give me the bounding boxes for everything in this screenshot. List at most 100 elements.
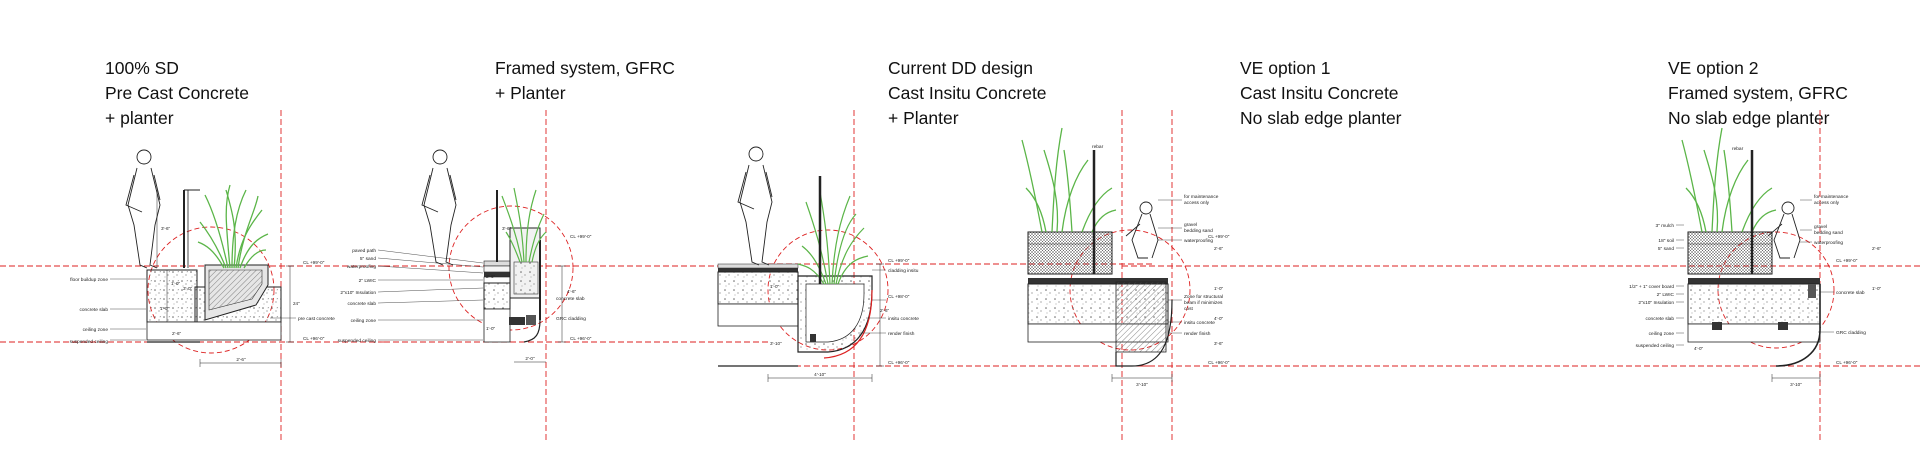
dimension: CL +96'-0" — [1836, 360, 1858, 365]
dimension: 3'-6" — [161, 226, 171, 231]
label: rebar — [1092, 144, 1104, 150]
title-line: Cast Insitu Concrete — [888, 83, 1047, 103]
label: access only — [1814, 200, 1840, 206]
section-drawing: 3" mulch 18" soil 5" sand 1/2" + 1" cove… — [1536, 110, 1920, 440]
dimension: CL +99'-0" — [1836, 258, 1858, 263]
dimension: 2'-6" — [1214, 246, 1224, 251]
label: 1/2" + 1" cover board — [1629, 284, 1674, 290]
dimension: 3'-10" — [1136, 382, 1148, 387]
dimension: 3'-10" — [1790, 382, 1802, 387]
label: concrete slab — [347, 301, 376, 307]
label: GRC cladding — [556, 316, 586, 322]
label: waterproofing — [1814, 240, 1843, 246]
panel-title: VE option 2 Framed system, GFRC No slab … — [1668, 56, 1848, 131]
dimension: CL +99'-0" — [303, 260, 325, 265]
label: 2"x10" Insulation — [340, 290, 376, 296]
dimension: 2'-6" — [880, 308, 890, 313]
label: render finish — [888, 331, 915, 337]
dimension: CL +96'-0" — [1208, 360, 1230, 365]
label: insitu concrete — [888, 316, 919, 322]
panel-title: VE option 1 Cast Insitu Concrete No slab… — [1240, 56, 1402, 131]
dimension: 1'-0" — [160, 306, 170, 311]
title-line: 100% SD — [105, 58, 179, 78]
panel-ve1: VE option 1 Cast Insitu Concrete No slab… — [1021, 0, 1536, 458]
dimension: CL +96'-0" — [303, 336, 325, 341]
dimension: 3'-6" — [502, 226, 512, 231]
title-line: VE option 2 — [1668, 58, 1759, 78]
label: render finish — [1184, 331, 1211, 337]
label: concrete slab — [79, 307, 108, 313]
label: gravel — [1814, 224, 1827, 230]
label: GRC cladding — [1836, 330, 1866, 336]
dimension: 3'-6" — [1214, 341, 1224, 346]
label: bedding sand — [1814, 230, 1843, 236]
label: concrete slab — [1836, 290, 1865, 296]
dimension: 1'-0" — [486, 326, 496, 331]
label: concrete slab — [556, 296, 585, 302]
label: bedding sand — [1184, 228, 1213, 234]
dimension: 2'-6" — [1872, 246, 1882, 251]
dimension: CL +99'-0" — [570, 234, 592, 239]
label: for maintenance — [1184, 194, 1219, 200]
section-drawing: for maintenance access only gravel beddi… — [1021, 110, 1536, 440]
label: cost — [1184, 306, 1193, 312]
title-line: Framed system, GFRC — [1668, 83, 1848, 103]
label: ceiling zone — [1649, 331, 1675, 337]
panel-sd: 100% SD Pre Cast Concrete + planter — [0, 0, 384, 458]
section-drawing: cladding insitu insitu concrete render f… — [717, 110, 1152, 440]
dimension: CL +96'-0" — [570, 336, 592, 341]
title-line: No slab edge planter — [1240, 108, 1402, 128]
panel-title: Current DD design Cast Insitu Concrete +… — [888, 56, 1047, 131]
label: floor buildup zone — [70, 277, 108, 283]
label: 18" soil — [1658, 238, 1674, 244]
title-line: Framed system, GFRC — [495, 58, 675, 78]
dimension: CL +99'-0" — [1208, 234, 1230, 239]
title-line: No slab edge planter — [1668, 108, 1830, 128]
title-line: + Planter — [888, 108, 959, 128]
title-line: + planter — [105, 108, 174, 128]
label: pre cast concrete — [298, 316, 335, 322]
dimension: CL +99'-0" — [888, 258, 910, 263]
dimension: 3'-0" — [183, 286, 193, 291]
title-line: Current DD design — [888, 58, 1033, 78]
dimension: 2'-6" — [236, 357, 246, 362]
label: 2" LWIC — [1657, 292, 1675, 298]
dimension: 4'-10" — [814, 372, 826, 377]
label: for maintenance — [1814, 194, 1849, 200]
label: suspended ceiling — [70, 339, 109, 345]
label: access only — [1184, 200, 1210, 206]
dimension: 2'-0" — [525, 356, 535, 361]
label: rebar — [1732, 146, 1744, 152]
dimension: 1'-0" — [1872, 286, 1882, 291]
label: Zone for structural — [1184, 294, 1223, 300]
dimension: 2'-6" — [486, 274, 496, 279]
label: suspended ceiling — [1636, 343, 1675, 349]
panel-dd: Current DD design Cast Insitu Concrete +… — [717, 0, 1152, 458]
label: beam if minimizes — [1184, 300, 1223, 306]
label: paved path — [352, 248, 376, 254]
section-drawing: paved path 5" sand waterproofing 2" LWIC… — [338, 110, 768, 440]
label: 2"x10" Insulation — [1638, 300, 1674, 306]
label: 5" sand — [1658, 246, 1674, 252]
label: concrete slab — [1645, 316, 1674, 322]
dimension: 2'-6" — [172, 331, 182, 336]
panel-framed: Framed system, GFRC + Planter — [338, 0, 768, 458]
dimension: 1'-0" — [770, 284, 780, 289]
label: ceiling zone — [83, 327, 109, 333]
label: 5" sand — [360, 256, 376, 262]
title-line: VE option 1 — [1240, 58, 1331, 78]
title-line: + Planter — [495, 83, 566, 103]
label: waterproofing — [1184, 238, 1213, 244]
panel-ve2: VE option 2 Framed system, GFRC No slab … — [1536, 0, 1920, 458]
dimension: 4'-6" — [567, 289, 577, 294]
label: waterproofing — [347, 264, 376, 270]
dimension: 1'-0" — [1214, 286, 1224, 291]
title-line: Cast Insitu Concrete — [1240, 83, 1399, 103]
dimension: CL +98'-0" — [888, 294, 910, 299]
dimension: 4'-0" — [1694, 346, 1704, 351]
label: cladding insitu — [888, 268, 919, 274]
label: insitu concrete — [1184, 320, 1215, 326]
label: 2" LWIC — [359, 278, 377, 284]
panel-title: Framed system, GFRC + Planter — [495, 56, 675, 106]
title-line: Pre Cast Concrete — [105, 83, 249, 103]
